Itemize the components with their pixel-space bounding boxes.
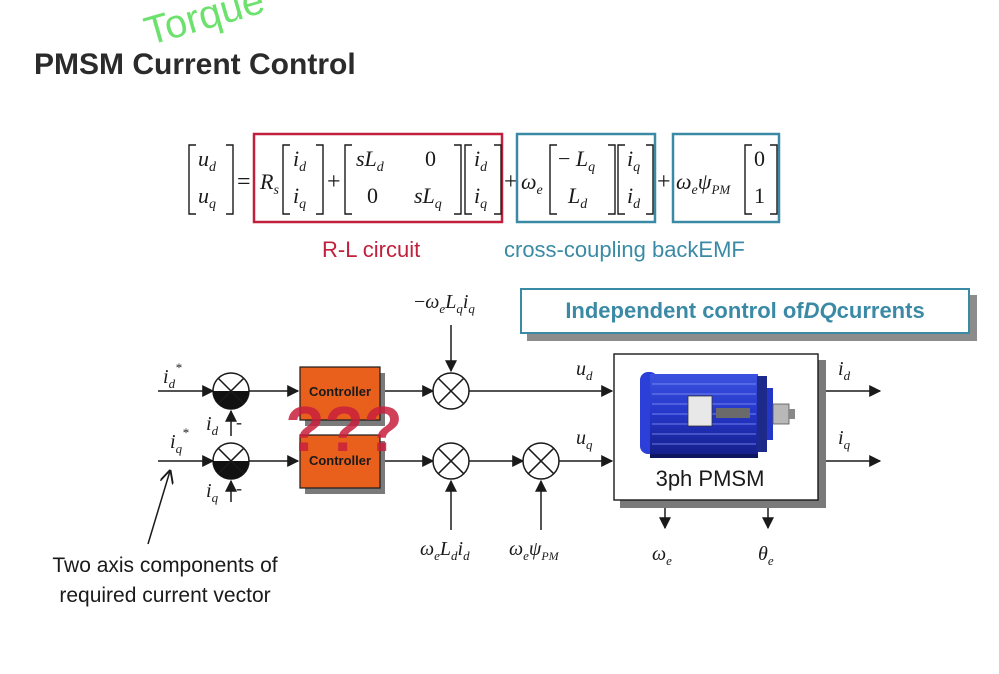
svg-text:ωeψPM: ωeψPM bbox=[676, 169, 731, 198]
svg-text:1: 1 bbox=[754, 183, 765, 208]
slide-title: PMSM Current Control bbox=[34, 48, 356, 81]
control-block-diagram bbox=[147, 325, 882, 545]
svg-text:id: id bbox=[474, 146, 488, 175]
fb-d-label: id bbox=[206, 413, 219, 438]
svg-text:0: 0 bbox=[425, 146, 436, 171]
lhs-voltage-vector: ud uq bbox=[188, 144, 234, 215]
decoupling-junction-q bbox=[432, 442, 470, 480]
motor-out-id-label: id bbox=[838, 358, 851, 383]
rl-circuit-label: R-L circuit bbox=[322, 237, 421, 262]
svg-text:0: 0 bbox=[367, 183, 378, 208]
svg-text:=: = bbox=[237, 169, 251, 195]
svg-text:0: 0 bbox=[754, 146, 765, 171]
ref-d-label: id* bbox=[163, 360, 182, 391]
independent-control-callout: Independent control of DQ currents bbox=[520, 288, 970, 334]
svg-text:uq: uq bbox=[198, 183, 216, 212]
motor-label: 3ph PMSM bbox=[656, 466, 765, 491]
motor-out-we-label: ωe bbox=[652, 543, 672, 568]
signal-labels: id* iq* id - iq - −ωeLqiq ωeLdid ωeψPM u… bbox=[163, 291, 851, 568]
svg-text:− Lq: − Lq bbox=[558, 146, 595, 175]
caption-line-1: Two axis components of bbox=[52, 554, 278, 577]
callout-text-em: DQ bbox=[803, 298, 837, 323]
svg-text:id: id bbox=[293, 146, 307, 175]
rl-circuit-box bbox=[252, 132, 504, 224]
motor-out-iq-label: iq bbox=[838, 427, 851, 452]
caption: Two axis components of required current … bbox=[20, 551, 310, 611]
svg-text:Ld: Ld bbox=[567, 183, 588, 212]
svg-text:sLd: sLd bbox=[356, 146, 385, 175]
out-uq-label: uq bbox=[576, 427, 593, 452]
svg-text:ωe: ωe bbox=[521, 169, 543, 198]
fb-q-label: iq bbox=[206, 480, 219, 505]
caption-line-2: required current vector bbox=[59, 584, 271, 607]
controller-d: Controller bbox=[299, 366, 385, 426]
svg-text:+: + bbox=[504, 169, 518, 195]
decouple-bottom-label: ωeLdid bbox=[420, 538, 470, 563]
cross-coupling-backemf-label: cross-coupling backEMF bbox=[504, 237, 745, 262]
backemf-junction-q bbox=[522, 442, 560, 480]
svg-text:iq: iq bbox=[627, 146, 640, 175]
backemf-box bbox=[671, 132, 781, 224]
voltage-equation: ud uq = Rs id iq + sLd 0 0 sLq id iq + bbox=[188, 132, 781, 224]
decoupling-junction-d bbox=[432, 372, 470, 410]
controller-d-label: Controller bbox=[309, 384, 371, 399]
fb-q-minus: - bbox=[236, 478, 242, 498]
unknown-controller-marks: ??? bbox=[285, 393, 402, 465]
svg-text:iq: iq bbox=[474, 183, 487, 212]
ref-q-label: iq* bbox=[170, 425, 189, 456]
pmsm-motor-block: 3ph PMSM bbox=[613, 353, 826, 508]
svg-text:+: + bbox=[327, 169, 341, 195]
svg-text:+: + bbox=[657, 169, 671, 195]
svg-text:Rs: Rs bbox=[259, 169, 279, 198]
svg-text:ud: ud bbox=[198, 146, 217, 175]
svg-text:sLq: sLq bbox=[414, 183, 442, 212]
motor-out-theta-label: θe bbox=[758, 543, 774, 568]
controller-q: Controller bbox=[299, 434, 385, 494]
callout-text-prefix: Independent control of bbox=[565, 298, 804, 323]
svg-text:iq: iq bbox=[293, 183, 306, 212]
motor-icon bbox=[640, 372, 795, 458]
controller-q-label: Controller bbox=[309, 453, 371, 468]
callout-text-suffix: currents bbox=[836, 298, 925, 323]
cross-coupling-box bbox=[515, 132, 657, 224]
out-ud-label: ud bbox=[576, 358, 593, 383]
svg-text:id: id bbox=[627, 183, 641, 212]
summing-junction-q bbox=[212, 442, 250, 480]
summing-junction-d bbox=[212, 372, 250, 410]
backemf-ff-label: ωeψPM bbox=[509, 538, 560, 563]
fb-d-minus: - bbox=[236, 412, 242, 432]
decouple-top-label: −ωeLqiq bbox=[414, 291, 475, 316]
